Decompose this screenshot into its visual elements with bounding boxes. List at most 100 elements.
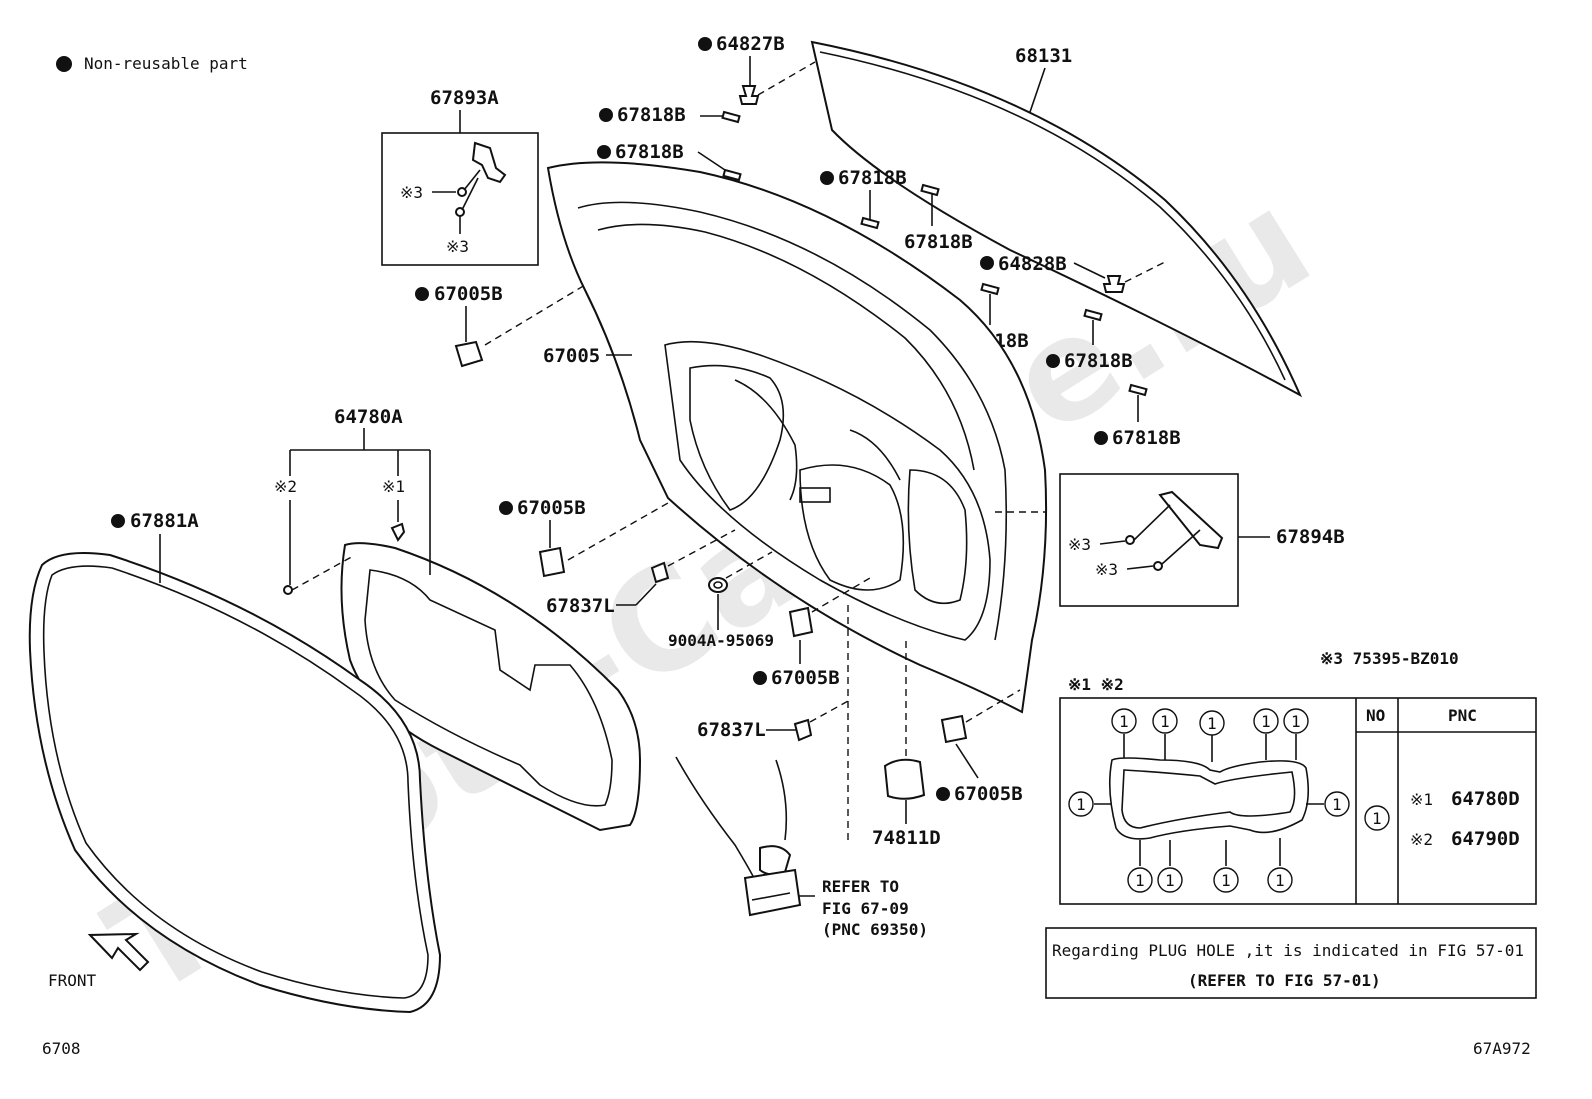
mark-3: ※3 [400, 183, 423, 202]
lock-assembly [675, 756, 802, 917]
non-reusable-dot-icon [753, 671, 767, 685]
spacer-67818B [721, 110, 1148, 397]
callout-circle [1267, 867, 1293, 893]
label-67005B: 67005B [954, 783, 1023, 805]
mark-3: ※3 [446, 237, 469, 256]
callout-circle [1199, 710, 1225, 736]
label-64828B: 64828B [998, 253, 1067, 275]
label-67894B: 67894B [1276, 526, 1345, 548]
clip-64827B [738, 85, 760, 105]
inset-row-pnc: 64790D [1451, 828, 1520, 850]
callout-circle [1157, 867, 1183, 893]
cover-74811D [883, 758, 926, 800]
label-67893A: 67893A [430, 87, 499, 109]
label-67005: 67005 [543, 345, 600, 367]
callout-number: 1 [1275, 871, 1285, 890]
mark-3: ※3 [1095, 560, 1118, 579]
inset-row-mark: ※2 [1410, 830, 1433, 849]
label-67005B: 67005B [517, 497, 586, 519]
legend-text: Non-reusable part [84, 54, 248, 73]
callout-number: 1 [1261, 712, 1271, 731]
callout-number: 1 [1221, 871, 1231, 890]
callout-number: 1 [1160, 712, 1170, 731]
inset-callout-circles: 1 1 1 1 1 1 1 1 1 1 1 [1068, 708, 1350, 893]
trim-67894B-box [1059, 473, 1239, 607]
callout-number: 1 [1119, 712, 1129, 731]
trim-board-64780A [283, 522, 642, 832]
non-reusable-dot-icon [56, 56, 72, 72]
refer-line3: (PNC 69350) [822, 920, 928, 939]
refer-line1: REFER TO [822, 877, 899, 896]
plug-note-line2: (REFER TO FIG 57-01) [1188, 971, 1381, 990]
non-reusable-dot-icon [599, 108, 613, 122]
label-67005B: 67005B [434, 283, 503, 305]
cushion-67005B [454, 340, 968, 744]
label-67818B: 67818B [1112, 427, 1181, 449]
non-reusable-dot-icon [1094, 431, 1108, 445]
label-67818B: 67818B [617, 104, 686, 126]
weatherstrip-67881A [28, 552, 442, 1014]
callout-circle [1111, 708, 1137, 734]
non-reusable-dot-icon [820, 171, 834, 185]
callout-number: 1 [1332, 795, 1342, 814]
non-reusable-dot-icon [597, 145, 611, 159]
non-reusable-dot-icon [111, 514, 125, 528]
label-67818B: 67818B [1064, 350, 1133, 372]
inset-row-pnc: 64780D [1451, 788, 1520, 810]
inset-row-mark: ※1 [1410, 790, 1433, 809]
inset-no-circle [1364, 805, 1390, 831]
label-67837L: 67837L [697, 719, 766, 741]
inset-col-no: NO [1366, 706, 1385, 725]
label-67818B: 67818B [904, 231, 973, 253]
front-label: FRONT [48, 971, 97, 990]
hinge-cover-67893A-box [381, 132, 539, 266]
callout-number: 1 [1135, 871, 1145, 890]
label-68131: 68131 [1015, 45, 1072, 67]
callout-circle [1068, 791, 1094, 817]
plug-note-line1: Regarding PLUG HOLE ,it is indicated in … [1052, 941, 1524, 960]
note-mark3-part: ※3 75395-BZ010 [1320, 649, 1459, 668]
refer-line2: FIG 67-09 [822, 899, 909, 918]
front-arrow-icon [87, 932, 150, 972]
inset-callouts [1094, 734, 1324, 866]
inset-title: ※1 ※2 [1068, 675, 1124, 694]
non-reusable-dot-icon [698, 37, 712, 51]
callout-circle [1324, 791, 1350, 817]
label-67881A: 67881A [130, 510, 199, 532]
mark-2: ※2 [274, 477, 297, 496]
non-reusable-dot-icon [1046, 354, 1060, 368]
callout-number: 1 [1076, 795, 1086, 814]
non-reusable-dot-icon [980, 256, 994, 270]
label-67818B: 67818B [615, 141, 684, 163]
grommet-9004A-95069 [708, 577, 728, 593]
back-glass-68131 [810, 40, 1303, 398]
mark-3: ※3 [1068, 535, 1091, 554]
inset-col-pnc: PNC [1448, 706, 1477, 725]
label-74811D: 74811D [872, 827, 941, 849]
callout-number: 1 [1165, 871, 1175, 890]
callout-circle [1283, 708, 1309, 734]
inset-no-value: 1 [1372, 809, 1382, 828]
label-67837L: 67837L [546, 595, 615, 617]
callout-circle [1253, 708, 1279, 734]
non-reusable-dot-icon [936, 787, 950, 801]
back-door-panel-67005 [546, 161, 1048, 714]
label-67818B: 67818B [838, 167, 907, 189]
label-67005B: 67005B [771, 667, 840, 689]
footer-image-code: 67A972 [1473, 1039, 1531, 1058]
footer-fig-code: 6708 [42, 1039, 81, 1058]
non-reusable-dot-icon [499, 501, 513, 515]
callout-number: 1 [1207, 714, 1217, 733]
plug-note-box [1045, 927, 1537, 999]
label-64780A: 64780A [334, 406, 403, 428]
callout-circle [1127, 867, 1153, 893]
callout-circle [1152, 708, 1178, 734]
clip-64828B [1102, 275, 1126, 293]
clip-67837L [650, 561, 813, 742]
callout-circle [1213, 867, 1239, 893]
label-9004A-95069: 9004A-95069 [668, 631, 774, 650]
mark-1: ※1 [382, 477, 405, 496]
inset-box [1059, 697, 1537, 905]
callout-number: 1 [1291, 712, 1301, 731]
